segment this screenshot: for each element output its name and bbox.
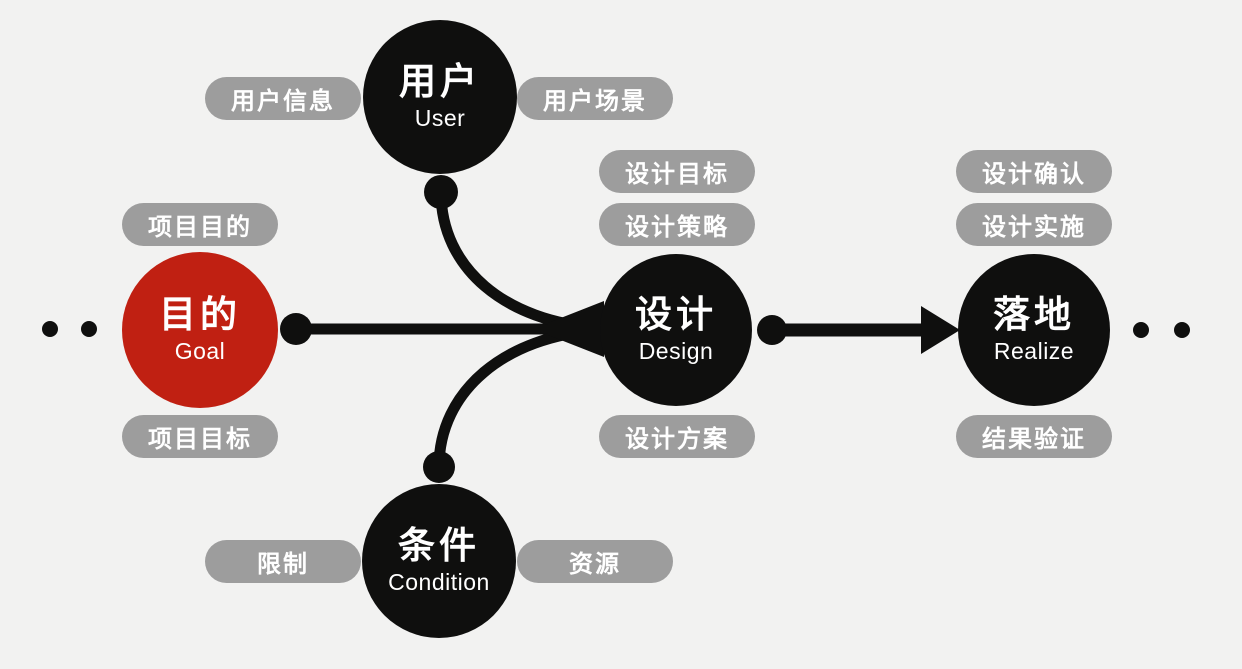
pill-restriction: 限制 (205, 540, 361, 583)
ellipsis-dots-icon (1174, 322, 1190, 338)
node-design-title-en: Design (638, 338, 714, 365)
node-goal-title-en: Goal (174, 338, 226, 365)
pill-user-scenario: 用户场景 (517, 77, 673, 120)
pill-design-implement: 设计实施 (956, 203, 1112, 246)
node-realize-title-en: Realize (993, 338, 1075, 365)
pill-project-target: 项目目标 (122, 415, 278, 458)
arrow-right-icon (921, 306, 960, 354)
pill-design-proposal: 设计方案 (599, 415, 755, 458)
node-realize-title-zh: 落地 (993, 293, 1075, 335)
junction-dot-goal (280, 313, 312, 345)
pill-design-target: 设计目标 (599, 150, 755, 193)
ellipsis-dots-icon (81, 321, 97, 337)
node-condition-title-zh: 条件 (398, 524, 480, 566)
node-condition-title-en: Condition (388, 569, 490, 596)
junction-dot-design (757, 315, 787, 345)
node-design: 设计 Design (600, 254, 752, 406)
junction-dot-user (424, 175, 458, 209)
node-design-title-zh: 设计 (635, 293, 717, 335)
ellipsis-dots-icon (1133, 322, 1149, 338)
node-condition: 条件 Condition (362, 484, 516, 638)
ellipsis-dots-icon (42, 321, 58, 337)
link-condition-design (433, 324, 606, 473)
link-convergence-wedge (548, 301, 604, 357)
node-goal: 目的 Goal (122, 252, 278, 408)
junction-dot-condition (423, 451, 455, 483)
node-user-title-en: User (414, 105, 466, 132)
node-realize: 落地 Realize (958, 254, 1110, 406)
node-user-title-zh: 用户 (399, 60, 481, 102)
pill-user-info: 用户信息 (205, 77, 361, 120)
node-goal-title-zh: 目的 (159, 293, 241, 335)
node-user: 用户 User (363, 20, 517, 174)
pill-design-strategy: 设计策略 (599, 203, 755, 246)
pill-design-confirm: 设计确认 (956, 150, 1112, 193)
pill-result-verify: 结果验证 (956, 415, 1112, 458)
pill-resource: 资源 (517, 540, 673, 583)
link-user-design (435, 186, 606, 334)
pill-project-purpose: 项目目的 (122, 203, 278, 246)
